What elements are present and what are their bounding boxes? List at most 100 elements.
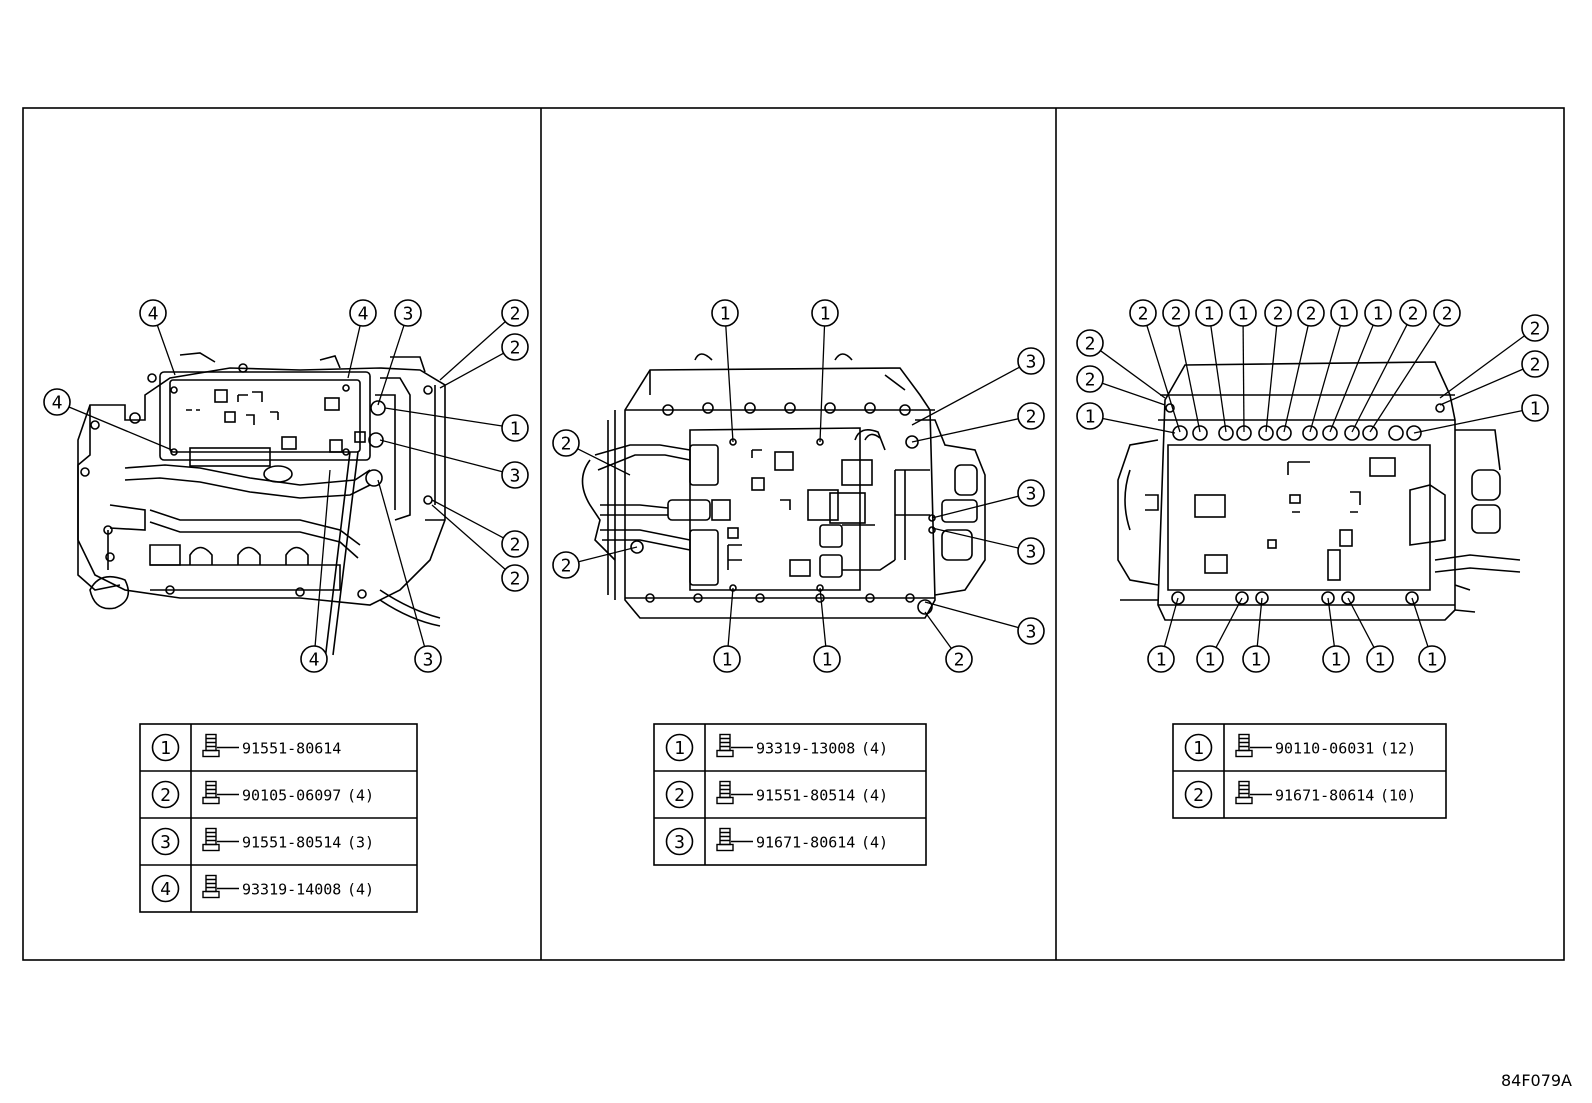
- callout-marker: 2: [501, 564, 529, 592]
- callout-marker: 1: [1076, 402, 1104, 430]
- callout-circle: [1399, 299, 1427, 327]
- callout-circle: [552, 429, 580, 457]
- legend-part-number: 90105-06097: [242, 787, 341, 805]
- callout-circle: [1521, 394, 1549, 422]
- leader-line: [1215, 597, 1243, 648]
- leader-line: [1369, 323, 1441, 433]
- callout-number: 4: [309, 650, 320, 671]
- callout-circle: [1162, 299, 1190, 327]
- bolt-icon: [202, 827, 239, 852]
- callout-circle: [1017, 537, 1045, 565]
- callout-number: 2: [510, 338, 521, 359]
- leader-line: [379, 439, 503, 473]
- callout-number: 3: [1026, 542, 1037, 563]
- callout-marker: 2: [1076, 329, 1104, 357]
- legend-key-circle: [665, 827, 694, 856]
- legend-part-number: 93319-14008: [242, 881, 341, 899]
- callout-number: 2: [561, 434, 572, 455]
- callout-marker: 3: [414, 645, 442, 673]
- callout-circle: [1264, 299, 1292, 327]
- leader-line: [819, 587, 827, 647]
- callout-marker: 2: [1162, 299, 1190, 327]
- leader-line: [1347, 597, 1375, 648]
- callout-number: 1: [1238, 304, 1249, 325]
- callout-marker: 2: [552, 551, 580, 579]
- callout-number: 1: [1251, 650, 1262, 671]
- callout-number: 2: [1408, 304, 1419, 325]
- legend-quantity: (4): [861, 834, 888, 852]
- legend-key-number: 1: [160, 738, 171, 759]
- callout-circle: [1017, 479, 1045, 507]
- callout-number: 3: [423, 650, 434, 671]
- bolt-icon: [716, 780, 753, 805]
- callout-marker: 2: [501, 299, 529, 327]
- bolt-icon: [202, 874, 239, 899]
- leader-line: [1256, 597, 1263, 647]
- bolt-icon: [716, 733, 753, 758]
- leader-line: [1265, 325, 1278, 433]
- callout-marker: 2: [1433, 299, 1461, 327]
- leader-line: [431, 504, 506, 570]
- callout-circle: [139, 299, 167, 327]
- callout-circle: [1366, 645, 1394, 673]
- callout-marker: 1: [713, 645, 741, 673]
- legend-key-circle: [665, 733, 694, 762]
- leader-line: [1242, 325, 1245, 433]
- callout-number: 3: [1026, 484, 1037, 505]
- leader-line: [1210, 325, 1227, 433]
- callout-marker: 4: [349, 299, 377, 327]
- leader-line: [1102, 382, 1166, 406]
- callout-circle: [501, 414, 529, 442]
- legend-quantity: (4): [861, 740, 888, 758]
- callout-circle: [813, 645, 841, 673]
- leader-line: [384, 407, 503, 427]
- callout-number: 1: [1373, 304, 1384, 325]
- callout-circle: [1017, 347, 1045, 375]
- legend-key-circle: [151, 733, 180, 762]
- leader-line: [819, 325, 826, 443]
- callout-circle: [1076, 365, 1104, 393]
- callout-marker: 1: [1364, 299, 1392, 327]
- callout-circle: [501, 299, 529, 327]
- leader-line: [924, 601, 1019, 629]
- leader-line: [1309, 325, 1342, 433]
- leader-line: [1283, 325, 1309, 433]
- callout-marker: 2: [552, 429, 580, 457]
- leader-line: [1177, 325, 1201, 433]
- leader-line: [347, 325, 361, 379]
- callout-marker: 2: [1264, 299, 1292, 327]
- leader-line: [439, 352, 504, 389]
- leader-line: [924, 611, 952, 649]
- callout-circle: [300, 645, 328, 673]
- middle-assembly-drawing: [581, 353, 986, 619]
- callout-number: 3: [1026, 622, 1037, 643]
- callout-number: 2: [1026, 407, 1037, 428]
- callout-marker: 1: [1366, 645, 1394, 673]
- callout-number: 2: [510, 535, 521, 556]
- callout-marker: 1: [813, 645, 841, 673]
- leader-line: [377, 325, 405, 406]
- leader-line: [1439, 335, 1525, 399]
- callout-number: 2: [1085, 370, 1096, 391]
- legend-quantity: (12): [1380, 740, 1416, 758]
- left-assembly-drawing: [77, 352, 446, 661]
- leader-line: [1163, 597, 1179, 647]
- leader-line: [1329, 324, 1374, 433]
- callout-circle: [501, 564, 529, 592]
- callout-number: 1: [1205, 650, 1216, 671]
- callout-number: 3: [1026, 352, 1037, 373]
- callout-marker: 1: [1242, 645, 1270, 673]
- callout-number: 1: [722, 650, 733, 671]
- callout-circle: [1076, 402, 1104, 430]
- callout-circle: [1195, 299, 1223, 327]
- callout-circle: [1322, 645, 1350, 673]
- callout-marker: 3: [394, 299, 422, 327]
